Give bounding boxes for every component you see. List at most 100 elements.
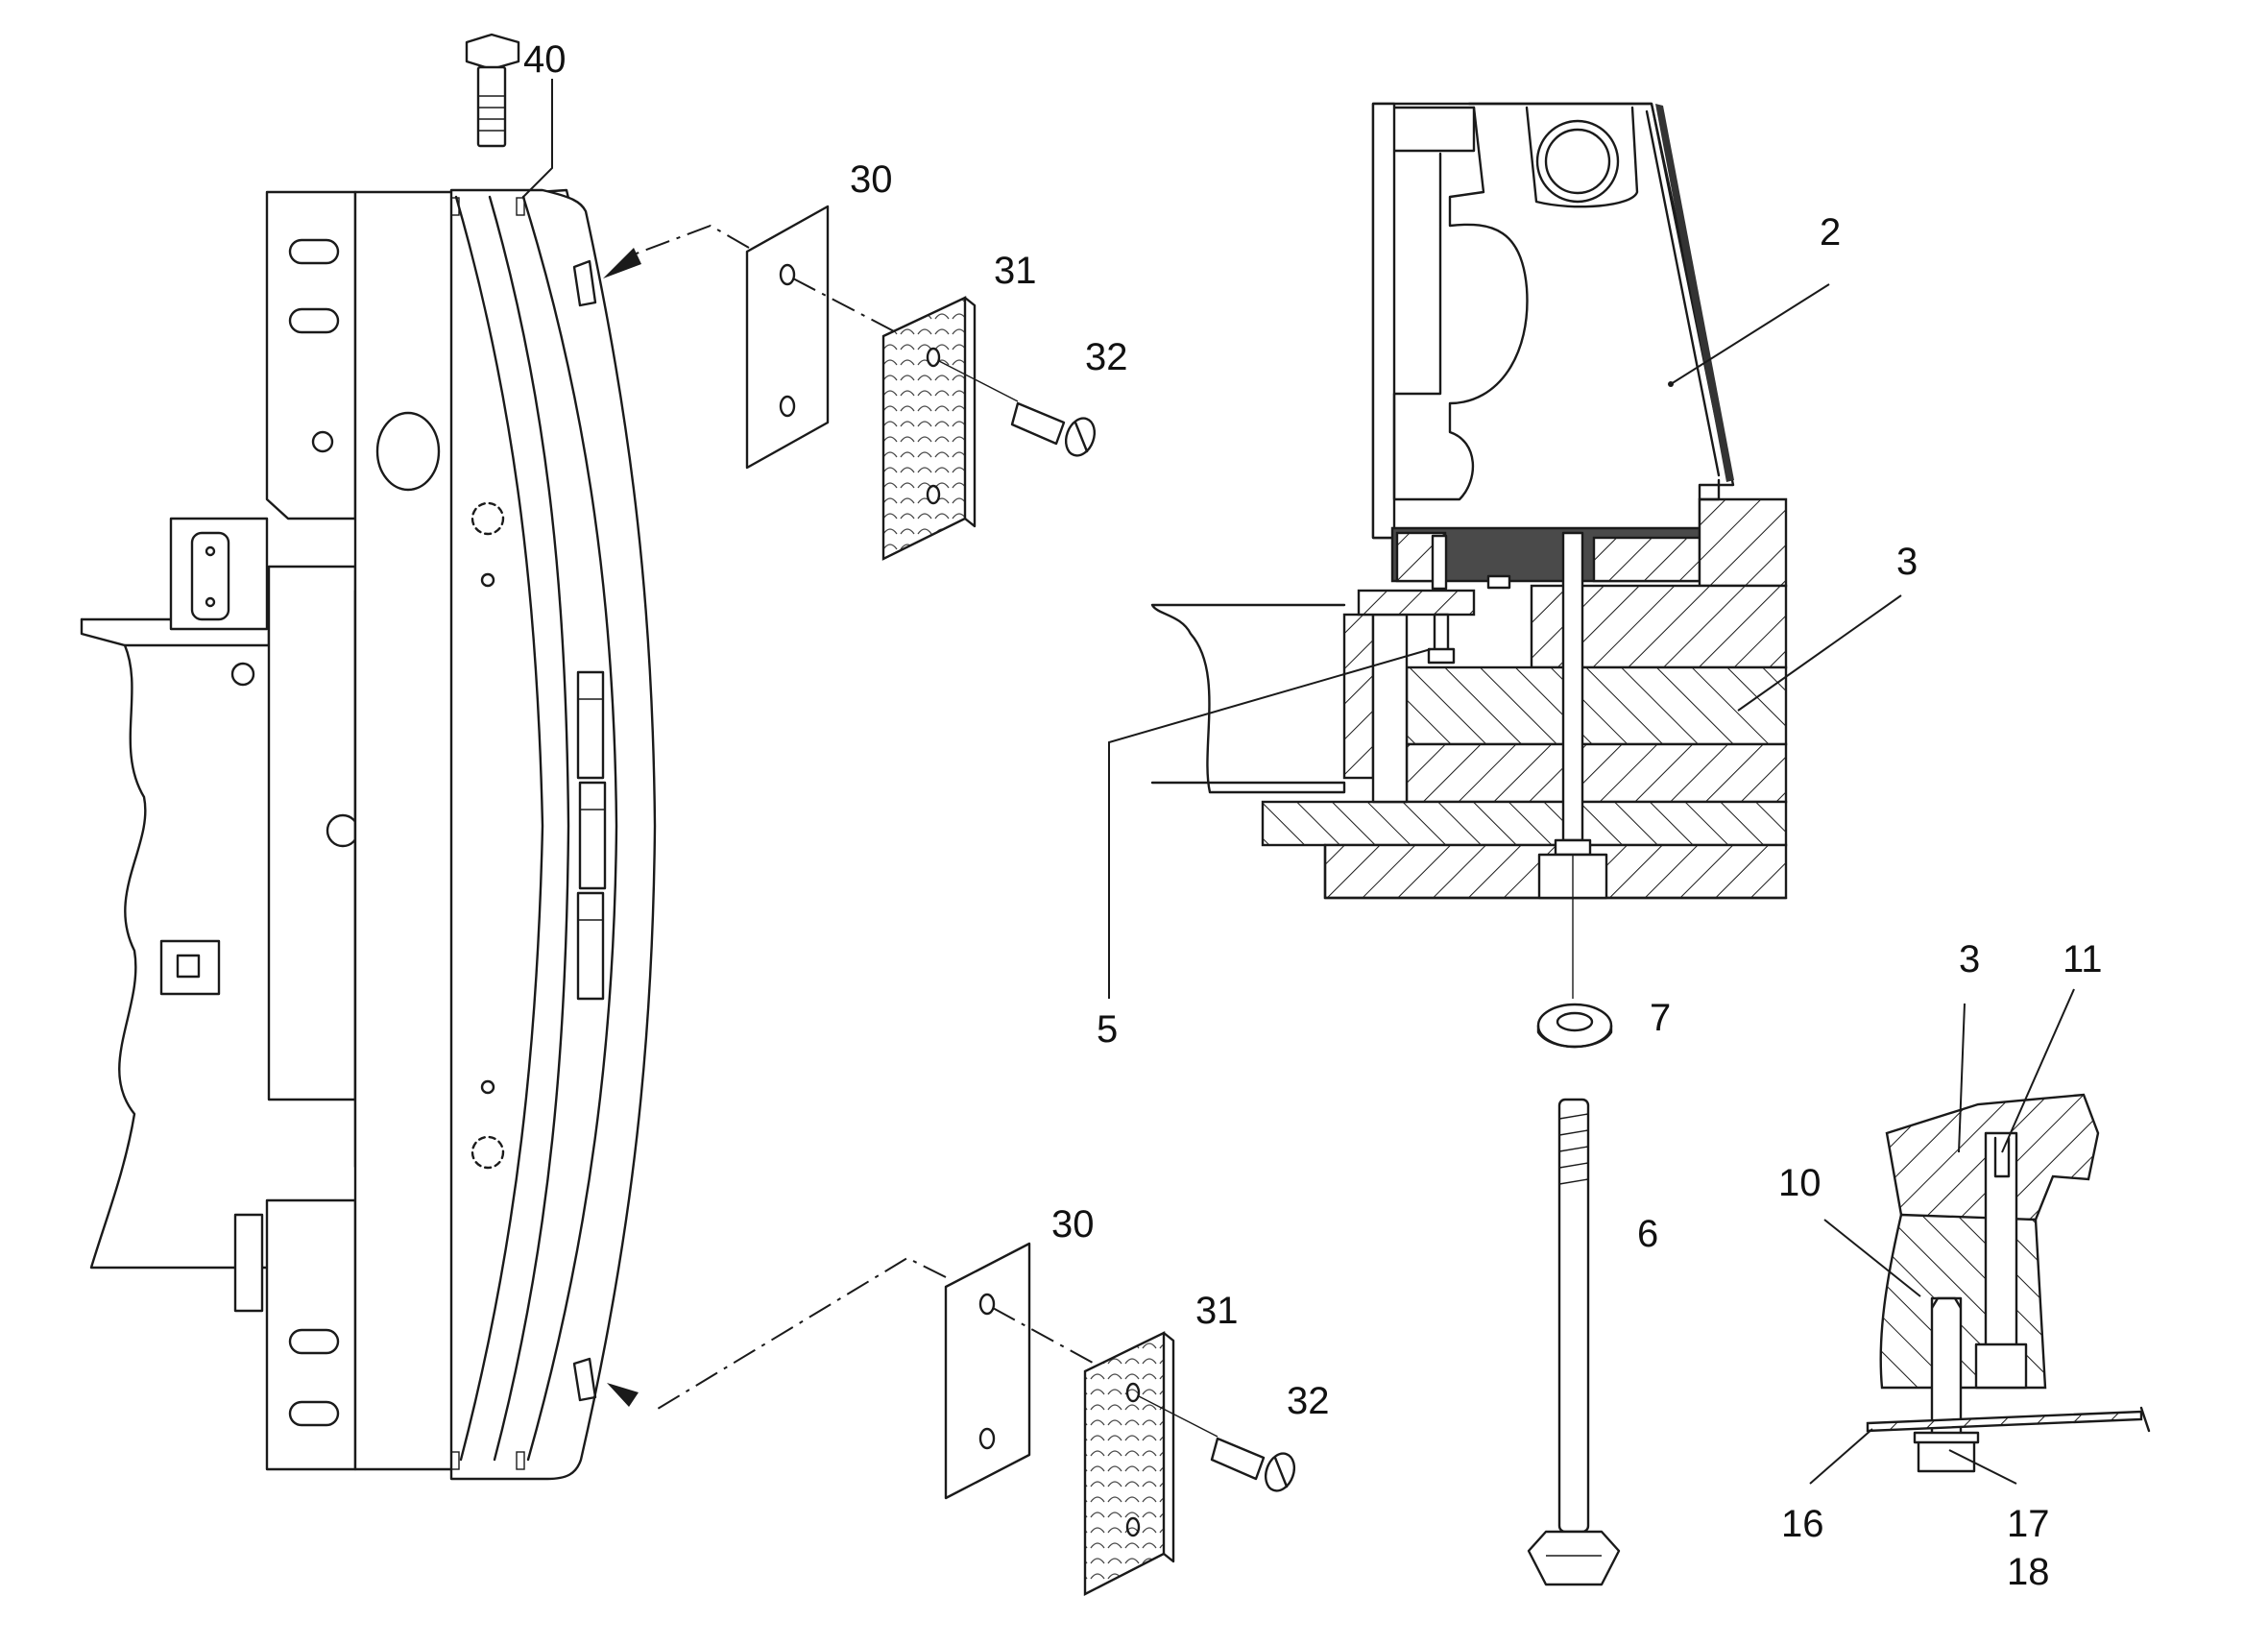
bolt-6-thread (1558, 1146, 1589, 1152)
leader-5 (1108, 648, 1432, 999)
callout-2: 2 (1820, 211, 1841, 254)
counterweight-right-step (1698, 478, 1721, 501)
installed-bolt (1561, 531, 1584, 842)
housing-pipe-inner (1544, 128, 1611, 195)
detail-bolt-17-tip (1930, 1296, 1963, 1309)
frame-bracket-hole (205, 596, 216, 608)
bumper-face (449, 188, 657, 1481)
callout-18: 18 (2007, 1551, 2050, 1593)
detail-bolt-17-shank (1930, 1296, 1963, 1439)
leader-2 (1670, 283, 1830, 385)
arrow-upper (603, 248, 641, 278)
callout-16: 16 (1781, 1503, 1824, 1545)
callout-11: 11 (2063, 938, 2103, 980)
bolt-40-shank (476, 65, 507, 148)
leader-lines (1108, 283, 2075, 1485)
plate-hole (978, 1293, 996, 1316)
callout-7: 7 (1650, 997, 1671, 1039)
detail-frame-16 (1866, 1410, 2143, 1433)
bumper-vent-2 (578, 781, 607, 890)
bumper-clip (516, 1451, 525, 1470)
reflector-hole (926, 347, 941, 368)
housing-pipe-cover (1525, 106, 1639, 208)
bumper-assembly-view (80, 188, 657, 1481)
frame-bracket-slot (190, 531, 230, 621)
callout-5: 5 (1097, 1008, 1118, 1051)
bumper-vent-3 (576, 891, 605, 1001)
mount-bolt (1433, 613, 1450, 655)
housing-2-frame-left (1371, 102, 1396, 540)
detail-view (1866, 1093, 2151, 1473)
inner-bolt-upper (1431, 534, 1448, 591)
counterweight-right-upper (1698, 497, 1788, 588)
mount-slot-4 (288, 1400, 340, 1427)
screw-32-slot (1074, 421, 1089, 453)
dash-line-upper-c (938, 360, 1019, 402)
screw-32-shank (1210, 1437, 1266, 1481)
reflector-recess-top (572, 259, 597, 307)
bolt-6 (1527, 1098, 1621, 1586)
detail-bolt-11-shank (1984, 1131, 2018, 1366)
support-beam (267, 565, 357, 1101)
reflector-hole (1125, 1382, 1141, 1403)
dash-line-lower-c (1138, 1395, 1218, 1438)
bumper-bolt-hole (480, 1079, 495, 1095)
leader-10 (1823, 1219, 1921, 1297)
housing-2-body (1392, 106, 1529, 501)
callout-32-top: 32 (1085, 336, 1128, 378)
detail-bolt-11-head (1974, 1343, 2028, 1390)
frame-section (1150, 603, 1346, 794)
frame-hole (230, 662, 255, 687)
reflector-31-bottom-edge (1162, 1331, 1175, 1563)
installed-bolt-head (1554, 838, 1592, 857)
callout-3-detail: 3 (1959, 938, 1980, 980)
screw-32-slot (1273, 1456, 1289, 1488)
backing-plate-30-bottom (944, 1242, 1031, 1500)
dash-line-lower-a (652, 1256, 947, 1413)
leader-3-detail (1958, 1003, 1966, 1153)
bumper-vent-1 (576, 670, 605, 780)
mount-slot-1 (288, 238, 340, 265)
housing-pipe-outer (1535, 119, 1620, 204)
reflector-set-lower (607, 1242, 1296, 1596)
reflector-recess-bottom (572, 1357, 597, 1402)
callout-30-top: 30 (850, 158, 893, 201)
bumper-outer-edge (521, 195, 618, 1462)
plate-layer-4 (1261, 800, 1788, 847)
arrow-lower (607, 1383, 639, 1407)
leader-40 (522, 79, 553, 198)
callout-40: 40 (523, 38, 567, 81)
leader-3-section (1737, 594, 1902, 712)
bolt-6-shank (1557, 1098, 1590, 1534)
callout-6: 6 (1637, 1213, 1658, 1255)
callout-10: 10 (1778, 1162, 1822, 1204)
bolt-6-thread (1558, 1113, 1589, 1120)
bumper-oval-opening (375, 411, 441, 492)
bolt-6-thread (1558, 1162, 1589, 1169)
frame-square-boss (176, 954, 201, 979)
bolt-6-head (1527, 1530, 1621, 1586)
inner-nut (1486, 574, 1511, 590)
reflector-set-upper (603, 205, 1097, 561)
washer-7-inner (1556, 1011, 1594, 1032)
detail-washer-18 (1913, 1431, 1980, 1444)
bumper-marker-lower (470, 1135, 505, 1170)
reflector-hole (1125, 1516, 1141, 1537)
chassis-frame (80, 617, 271, 1270)
callout-17: 17 (2007, 1503, 2050, 1545)
bumper-marker-upper (470, 501, 505, 536)
bumper-crease (488, 195, 570, 1462)
leader-16 (1809, 1428, 1873, 1485)
bolt-6-thread (1558, 1178, 1589, 1185)
housing-base-hatch (1592, 536, 1701, 583)
leader-2-dot (1668, 381, 1674, 387)
screw-32-shank (1010, 401, 1066, 446)
mount-bolt-head (1427, 647, 1456, 665)
detail-bolt-11-top (1993, 1136, 2011, 1178)
mount-hole (311, 430, 334, 453)
screw-32-bottom (1210, 1437, 1296, 1492)
callout-32-bottom: 32 (1287, 1380, 1330, 1422)
reflector-hole (926, 484, 941, 505)
left-mount-plate (1371, 613, 1409, 804)
